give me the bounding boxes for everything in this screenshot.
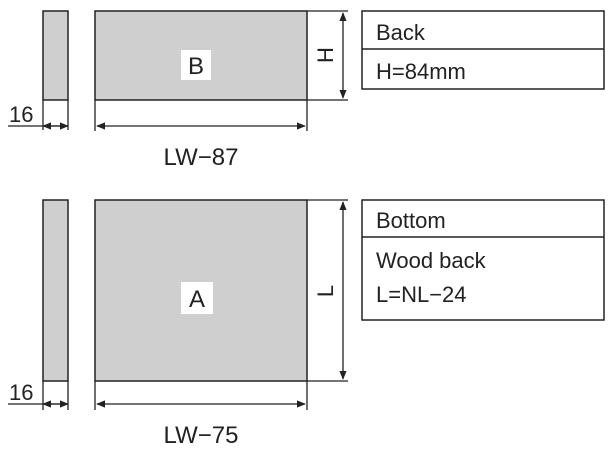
bottom-info-length: L=NL−24	[376, 282, 467, 307]
bottom-height-label: L	[313, 285, 338, 297]
back-panel-letter: B	[188, 53, 204, 80]
bottom-info-title: Bottom	[376, 208, 446, 233]
bottom-info-material: Wood back	[376, 248, 487, 273]
back-height-label: H	[313, 47, 338, 63]
back-info-height: H=84mm	[376, 59, 466, 84]
bottom-width-label: LW−75	[164, 422, 239, 449]
bottom-thickness-label: 16	[9, 380, 33, 405]
back-panel-letter-bg	[181, 50, 211, 80]
bottom-panel-letter: A	[189, 286, 205, 313]
bottom-info-box	[361, 199, 605, 321]
back-thickness-label: 16	[9, 102, 33, 127]
bottom-panel-letter-bg	[181, 282, 213, 314]
back-part-group: 16 B LW−87 H Back H=84mm	[8, 10, 605, 171]
bottom-side-view	[42, 199, 69, 382]
back-info-box	[361, 10, 605, 90]
bottom-part-group: 16 A LW−75 L Bottom Wood back L=NL−24	[8, 199, 605, 449]
back-side-view	[42, 10, 69, 101]
back-info-title: Back	[376, 20, 426, 45]
back-width-label: LW−87	[164, 144, 239, 171]
